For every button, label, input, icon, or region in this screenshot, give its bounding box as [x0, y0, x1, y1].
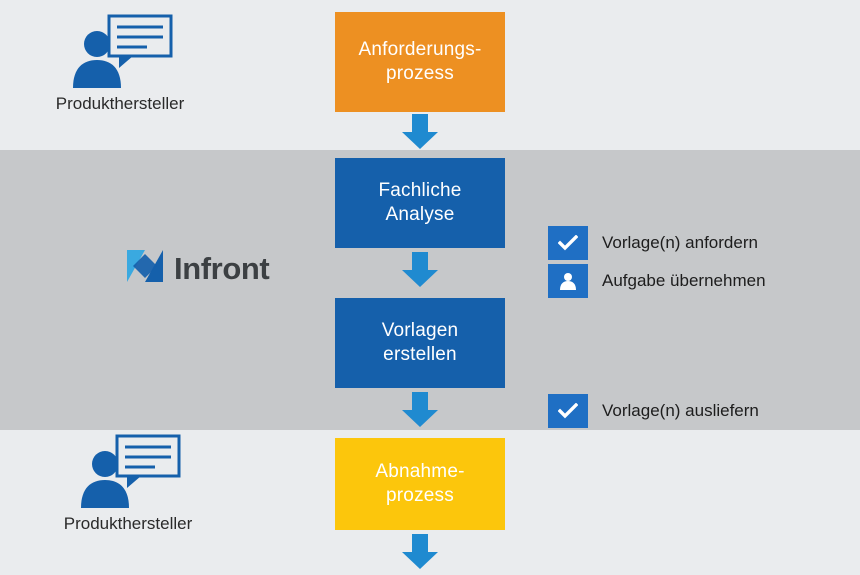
person-icon	[548, 264, 588, 298]
node-line-1: Anforderungs-	[358, 38, 482, 60]
actor-produkthersteller-top: Produkthersteller	[30, 12, 210, 114]
task-label: Vorlage(n) anfordern	[602, 233, 758, 252]
process-node-fachliche-analyse[interactable]: Fachliche Analyse	[335, 158, 505, 248]
flow-arrow-down-icon	[400, 534, 440, 570]
process-node-anforderungsprozess[interactable]: Anforderungs- prozess	[335, 12, 505, 112]
process-node-abnahmeprozess[interactable]: Abnahme- prozess	[335, 438, 505, 530]
node-line-2: prozess	[386, 485, 454, 506]
infront-wordmark: Infront	[174, 250, 270, 286]
actor-label: Produkthersteller	[63, 514, 193, 533]
node-line-1: Fachliche	[378, 179, 462, 201]
task-label: Vorlage(n) ausliefern	[602, 401, 759, 420]
node-line-2: prozess	[386, 63, 454, 84]
check-icon	[548, 226, 588, 260]
task-row-aufgabe-uebernehmen[interactable]: Aufgabe übernehmen	[548, 264, 766, 298]
node-line-2: erstellen	[383, 344, 457, 365]
actor-label: Produkthersteller	[55, 94, 185, 113]
infront-logo: Infront	[125, 248, 270, 289]
task-row-vorlagen-anfordern[interactable]: Vorlage(n) anfordern	[548, 226, 758, 260]
process-node-vorlagen-erstellen[interactable]: Vorlagen erstellen	[335, 298, 505, 388]
node-line-2: Analyse	[385, 204, 455, 225]
flow-arrow-down-icon	[400, 252, 440, 288]
flow-arrow-down-icon	[400, 114, 440, 150]
infront-mark-icon	[125, 248, 165, 289]
task-row-vorlagen-ausliefern[interactable]: Vorlage(n) ausliefern	[548, 394, 759, 428]
actor-produkthersteller-bottom: Produkthersteller	[38, 432, 218, 534]
task-label: Aufgabe übernehmen	[602, 271, 766, 290]
node-line-1: Abnahme-	[375, 460, 465, 482]
person-with-speech-bubble-icon	[30, 12, 210, 90]
check-icon	[548, 394, 588, 428]
flow-arrow-down-icon	[400, 392, 440, 428]
node-line-1: Vorlagen	[381, 319, 459, 341]
person-with-speech-bubble-icon	[38, 432, 218, 510]
